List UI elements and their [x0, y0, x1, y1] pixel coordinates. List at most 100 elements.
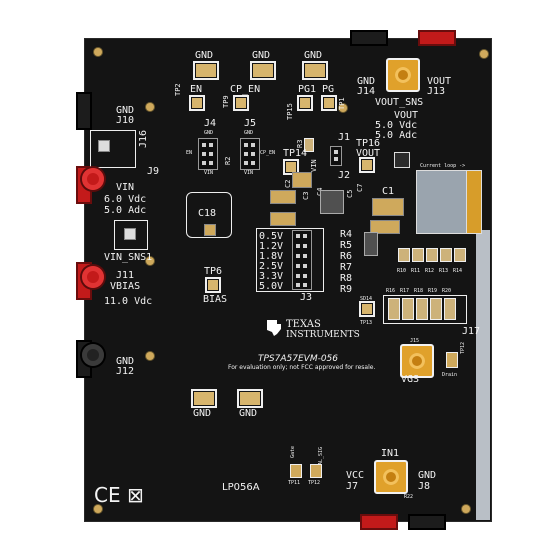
- j1-header[interactable]: [330, 146, 342, 166]
- pg-test-point[interactable]: [321, 95, 337, 111]
- compliance-marks: CE ⊠: [94, 483, 144, 507]
- vin-sns1-connector[interactable]: [114, 220, 148, 250]
- vbias-banana-jack[interactable]: [82, 266, 104, 288]
- j12-label: J12: [116, 366, 135, 377]
- in1-sma-connector[interactable]: [374, 460, 408, 494]
- r-label: R6: [340, 251, 353, 262]
- j8-label: J8: [418, 481, 431, 492]
- board-code: LP056A: [222, 482, 260, 493]
- c1-capacitor: [372, 198, 404, 216]
- tp12-drain-test-point[interactable]: [446, 352, 458, 368]
- tp1-label: TP1: [338, 97, 346, 110]
- c18-pad: [204, 224, 216, 236]
- j17-label: J17: [462, 326, 481, 337]
- vbias-label: VBIAS: [110, 281, 141, 292]
- pg1-test-point[interactable]: [297, 95, 313, 111]
- tp13-test-point[interactable]: [359, 301, 375, 317]
- vout-top-label: VOUT: [427, 76, 452, 87]
- j5-cp-en-label: CP_EN: [260, 150, 276, 156]
- j4-vin-label: VIN: [204, 170, 214, 176]
- small-ic: [364, 232, 378, 256]
- tp14-label: TP14: [283, 148, 308, 159]
- volt-option: 2.5V: [259, 261, 284, 272]
- j4-label: J4: [204, 118, 217, 129]
- j14-label: J14: [357, 86, 376, 97]
- r3-resistor: [304, 138, 314, 152]
- tp12b-test-point[interactable]: [310, 464, 322, 478]
- c18-label: C18: [198, 208, 217, 219]
- gnd-test-pad[interactable]: [302, 61, 328, 80]
- tp11-test-point[interactable]: [290, 464, 302, 478]
- vcc-j7-connector[interactable]: [360, 514, 398, 530]
- j5-header[interactable]: [240, 138, 260, 170]
- tp13-label: TP13: [360, 320, 373, 326]
- bias-test-point[interactable]: [205, 277, 221, 293]
- j10-label: J10: [116, 115, 135, 126]
- r10-resistor: [398, 248, 410, 262]
- volt-option: 1.8V: [259, 251, 284, 262]
- tp12b-label: TP12: [308, 480, 321, 486]
- tp16-test-point[interactable]: [359, 157, 375, 173]
- j5-vin-label: VIN: [244, 170, 254, 176]
- gnd-j8-connector[interactable]: [408, 514, 446, 530]
- ti-logo-line1: TEXAS: [286, 319, 321, 330]
- j4-header[interactable]: [198, 138, 218, 170]
- r11-label: R11: [411, 268, 421, 274]
- vout-spec-voltage: 5.0 Vdc: [375, 120, 418, 131]
- vbias-spec: 11.0 Vdc: [104, 296, 153, 307]
- ti-logo-line2: INSTRUMENTS: [286, 330, 360, 340]
- sd14-label: SD14: [360, 296, 373, 302]
- vout-top-connector[interactable]: [418, 30, 456, 46]
- gnd-bot1-label: GND: [193, 408, 212, 419]
- en-test-point[interactable]: [189, 95, 205, 111]
- r13-resistor: [440, 248, 452, 262]
- current-loop-terminal[interactable]: [466, 170, 482, 234]
- in1-label: IN1: [381, 448, 400, 459]
- gnd-j8-label: GND: [418, 470, 437, 481]
- j3-voltage-select-outline: [256, 228, 324, 292]
- j7-label: J7: [346, 481, 359, 492]
- warning-hot-surface-icon: [394, 152, 410, 168]
- ti-logo-icon: [267, 320, 281, 336]
- mounting-hole: [94, 505, 102, 513]
- c1-label: C1: [382, 186, 395, 197]
- gnd-test-pad[interactable]: [237, 389, 263, 408]
- current-loop-plate: [416, 170, 468, 234]
- gnd-test-pad[interactable]: [193, 61, 219, 80]
- gnd-top3-label: GND: [304, 50, 323, 61]
- mounting-hole: [480, 50, 488, 58]
- tp14-test-point[interactable]: [283, 159, 299, 175]
- r17-label: R17: [400, 288, 410, 294]
- vout-spec-current: 5.0 Adc: [375, 130, 418, 141]
- cp-en-label: CP_EN: [230, 84, 261, 95]
- board-disclaimer: For evaluation only; not FCC approved fo…: [228, 364, 376, 371]
- input-capacitor: [270, 212, 296, 226]
- volt-option: 0.5V: [259, 231, 284, 242]
- gnd-j10-connector[interactable]: [76, 92, 92, 130]
- gnd-test-pad[interactable]: [191, 389, 217, 408]
- c5-label: C5: [346, 189, 354, 198]
- pg1-label: PG1: [298, 84, 317, 95]
- vout-sns-top-connector[interactable]: [350, 30, 388, 46]
- tp6-label: TP6: [204, 266, 223, 277]
- j3-header[interactable]: [292, 230, 312, 290]
- volt-option: 1.2V: [259, 241, 284, 252]
- vout-sma-connector[interactable]: [386, 58, 420, 92]
- cp-en-test-point[interactable]: [233, 95, 249, 111]
- tp16-label: TP16: [356, 138, 381, 149]
- mounting-hole: [339, 104, 347, 112]
- mounting-hole: [462, 505, 470, 513]
- r19-label: R19: [428, 288, 438, 294]
- gnd-banana-jack[interactable]: [82, 344, 104, 366]
- j3-label: J3: [300, 292, 313, 303]
- vin-banana-jack[interactable]: [82, 168, 104, 190]
- gnd-top2-label: GND: [252, 50, 271, 61]
- vcc-label: VCC: [346, 470, 365, 481]
- gnd-test-pad[interactable]: [250, 61, 276, 80]
- r12-resistor: [426, 248, 438, 262]
- r17-resistor: [402, 298, 414, 320]
- j5-gnd-label: GND: [244, 130, 254, 136]
- tp15-label: TP15: [286, 103, 294, 120]
- vgs-sma-connector[interactable]: [400, 344, 434, 378]
- gnd-bot2-label: GND: [239, 408, 258, 419]
